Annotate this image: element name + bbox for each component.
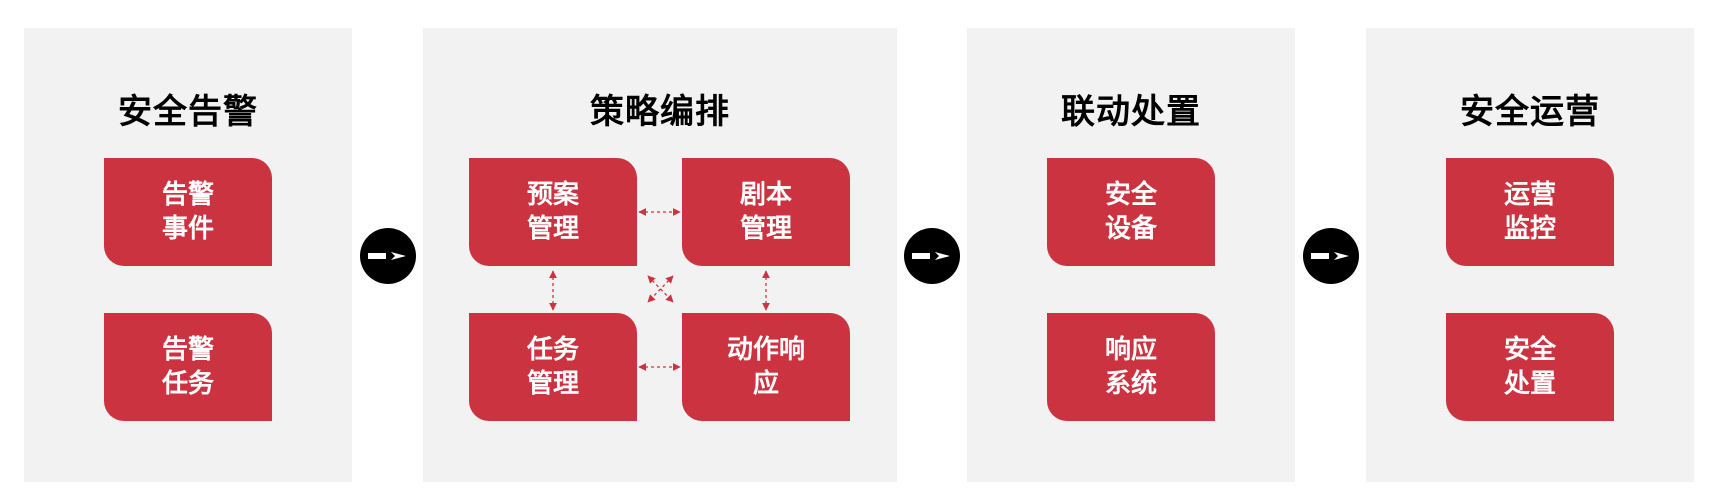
card-response-system[interactable]: 响应 系统 bbox=[1047, 313, 1215, 421]
stage-title: 联动处置 bbox=[1061, 92, 1201, 132]
stage-title: 策略编排 bbox=[590, 92, 730, 132]
card-alert-task[interactable]: 告警 任务 bbox=[104, 313, 272, 421]
connector-diagonal-b bbox=[647, 275, 674, 303]
arrow-right-circle-icon bbox=[360, 228, 416, 284]
stage-panel-operations: 安全运营 运营 监控 安全 处置 bbox=[1366, 28, 1694, 482]
stage-title: 安全告警 bbox=[118, 92, 258, 132]
stage-panel-orchestration: 策略编排 预案 管理 剧本 管理 任务 管理 动作响 应 bbox=[423, 28, 897, 482]
stage-panel-linkage: 联动处置 安全 设备 响应 系统 bbox=[967, 28, 1295, 482]
stage-panel-alert: 安全告警 告警 事件 告警 任务 bbox=[24, 28, 352, 482]
stage-title: 安全运营 bbox=[1460, 92, 1600, 132]
card-playbook-management[interactable]: 剧本 管理 bbox=[682, 158, 850, 266]
card-task-management[interactable]: 任务 管理 bbox=[469, 313, 637, 421]
card-security-disposal[interactable]: 安全 处置 bbox=[1446, 313, 1614, 421]
arrow-right-circle-icon bbox=[904, 228, 960, 284]
card-alert-event[interactable]: 告警 事件 bbox=[104, 158, 272, 266]
card-security-device[interactable]: 安全 设备 bbox=[1047, 158, 1215, 266]
arrow-right-circle-icon bbox=[1303, 228, 1359, 284]
card-plan-management[interactable]: 预案 管理 bbox=[469, 158, 637, 266]
card-action-response[interactable]: 动作响 应 bbox=[682, 313, 850, 421]
card-operation-monitor[interactable]: 运营 监控 bbox=[1446, 158, 1614, 266]
